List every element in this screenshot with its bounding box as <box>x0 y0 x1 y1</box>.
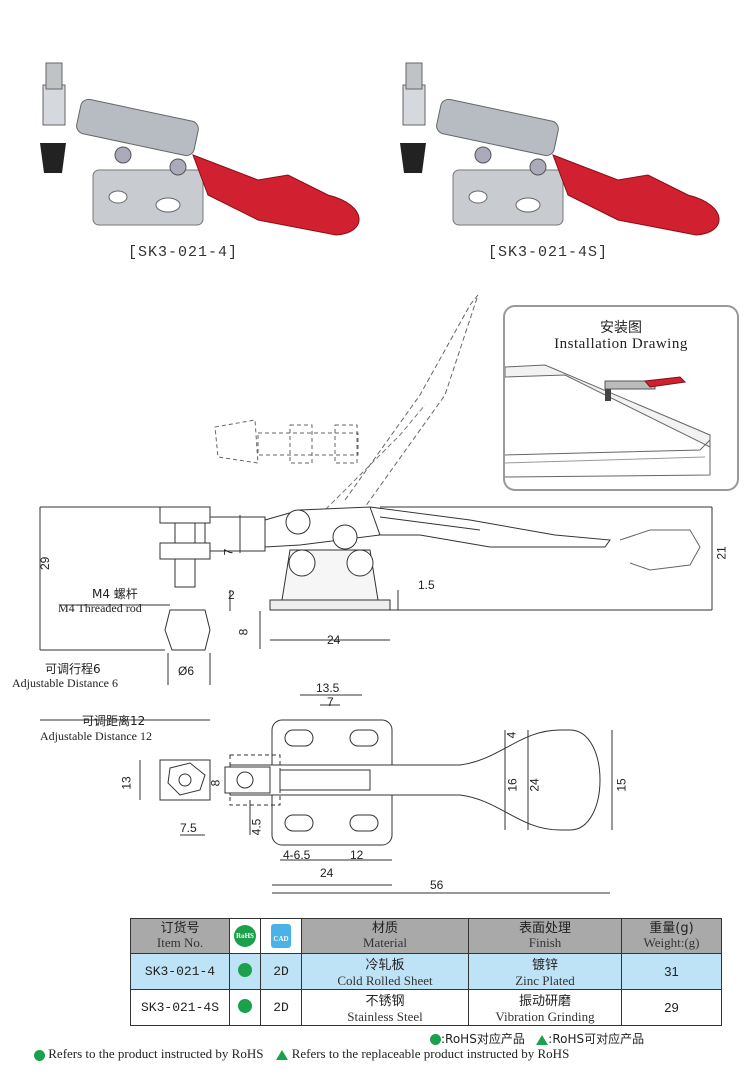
dim-12: 12 <box>350 848 364 862</box>
dim-4: 4 <box>504 731 519 739</box>
rohs-dot-icon <box>238 999 252 1013</box>
legend-cn-a: :RoHS对应产品 <box>441 1032 525 1046</box>
cell-weight: 31 <box>621 953 722 990</box>
cell-cad: 2D <box>260 989 302 1026</box>
legend-en-b: Refers to the replaceable product instru… <box>291 1046 570 1061</box>
dim-13-5: 13.5 <box>316 681 340 695</box>
dim-8-side: 8 <box>236 628 251 636</box>
cell-rohs <box>229 989 261 1026</box>
green-dot-icon <box>430 1034 441 1045</box>
dim-29: 29 <box>38 556 52 570</box>
dim-8-top: 8 <box>208 779 223 787</box>
dim-4-5: 4.5 <box>249 818 264 836</box>
legend-en-a: Refers to the product instructed by RoHS <box>48 1046 264 1061</box>
dim-16: 16 <box>505 778 520 792</box>
label-m4-cn: M4 螺杆 <box>92 587 138 601</box>
dim-diameter-6: Ø6 <box>178 664 195 678</box>
header-cad: CAD <box>260 918 302 954</box>
installation-title-cn: 安装图 <box>600 320 642 336</box>
product-photo-sk3-021-4 <box>40 62 360 236</box>
dim-24-horizontal: 24 <box>320 866 334 880</box>
cell-weight: 29 <box>621 989 722 1026</box>
header-weight: 重量(g) Weight:(g) <box>621 918 722 954</box>
dim-4-6-5: 4-6.5 <box>283 848 311 862</box>
cell-material: 冷轧板 Cold Rolled Sheet <box>301 953 469 990</box>
legend-cn-b: :RoHS可对应产品 <box>548 1032 645 1046</box>
installation-drawing-box: 安装图 Installation Drawing <box>503 305 739 491</box>
top-view-drawing <box>40 694 613 894</box>
dim-21: 21 <box>714 546 729 560</box>
label-adj12-en: Adjustable Distance 12 <box>40 729 152 743</box>
cell-finish: 镀锌 Zinc Plated <box>468 953 622 990</box>
dim-56: 56 <box>430 878 444 892</box>
rohs-icon: RoHS <box>234 925 256 947</box>
label-m4-en: M4 Threaded rod <box>58 601 142 615</box>
dim-15: 15 <box>614 778 629 792</box>
caption-sk3-021-4: [SK3-021-4] <box>128 244 239 261</box>
header-item: 订货号 Item No. <box>130 918 230 954</box>
cell-item: SK3-021-4S <box>130 989 230 1026</box>
cell-finish: 振动研磨 Vibration Grinding <box>468 989 622 1026</box>
table-row: SK3-021-4S 2D 不锈钢 Stainless Steel 振动研磨 V… <box>130 989 722 1026</box>
dim-13: 13 <box>119 776 134 790</box>
caption-sk3-021-4s: [SK3-021-4S] <box>488 244 609 261</box>
rohs-dot-icon <box>238 963 252 977</box>
cad-icon: CAD <box>271 924 291 948</box>
installation-title-en: Installation Drawing <box>554 336 688 352</box>
dim-7-5: 7.5 <box>180 821 197 835</box>
green-triangle-icon <box>276 1050 289 1061</box>
dim-24-vertical: 24 <box>527 778 542 792</box>
cell-rohs <box>229 953 261 990</box>
label-adj6-en: Adjustable Distance 6 <box>12 676 118 690</box>
side-view-drawing <box>39 294 713 685</box>
installation-illustration <box>505 364 711 478</box>
header-material: 材质 Material <box>301 918 469 954</box>
spec-table: 订货号 Item No. RoHS CAD 材质 Material 表面处理 F… <box>130 918 722 1026</box>
label-adj12-cn: 可调距离12 <box>82 714 146 728</box>
legend-en: Refers to the product instructed by RoHS… <box>34 1046 569 1062</box>
green-triangle-icon <box>536 1034 549 1045</box>
cell-cad: 2D <box>260 953 302 990</box>
legend-cn: :RoHS对应产品 :RoHS可对应产品 <box>430 1030 644 1047</box>
header-finish: 表面处理 Finish <box>468 918 622 954</box>
table-row: SK3-021-4 2D 冷轧板 Cold Rolled Sheet 镀锌 Zi… <box>130 953 722 990</box>
cell-material: 不锈钢 Stainless Steel <box>301 989 469 1026</box>
product-photo-sk3-021-4s <box>400 62 720 236</box>
cell-item: SK3-021-4 <box>130 953 230 990</box>
dim-24-side: 24 <box>327 633 341 647</box>
green-dot-icon <box>34 1049 45 1061</box>
dim-2: 2 <box>228 588 235 602</box>
label-adj6-cn: 可调行程6 <box>45 662 101 676</box>
table-header-row: 订货号 Item No. RoHS CAD 材质 Material 表面处理 F… <box>130 918 722 954</box>
header-rohs: RoHS <box>229 918 261 954</box>
dim-1-5: 1.5 <box>418 578 435 592</box>
dim-7-side: 7 <box>221 548 236 556</box>
dim-7-top: 7 <box>327 695 334 709</box>
